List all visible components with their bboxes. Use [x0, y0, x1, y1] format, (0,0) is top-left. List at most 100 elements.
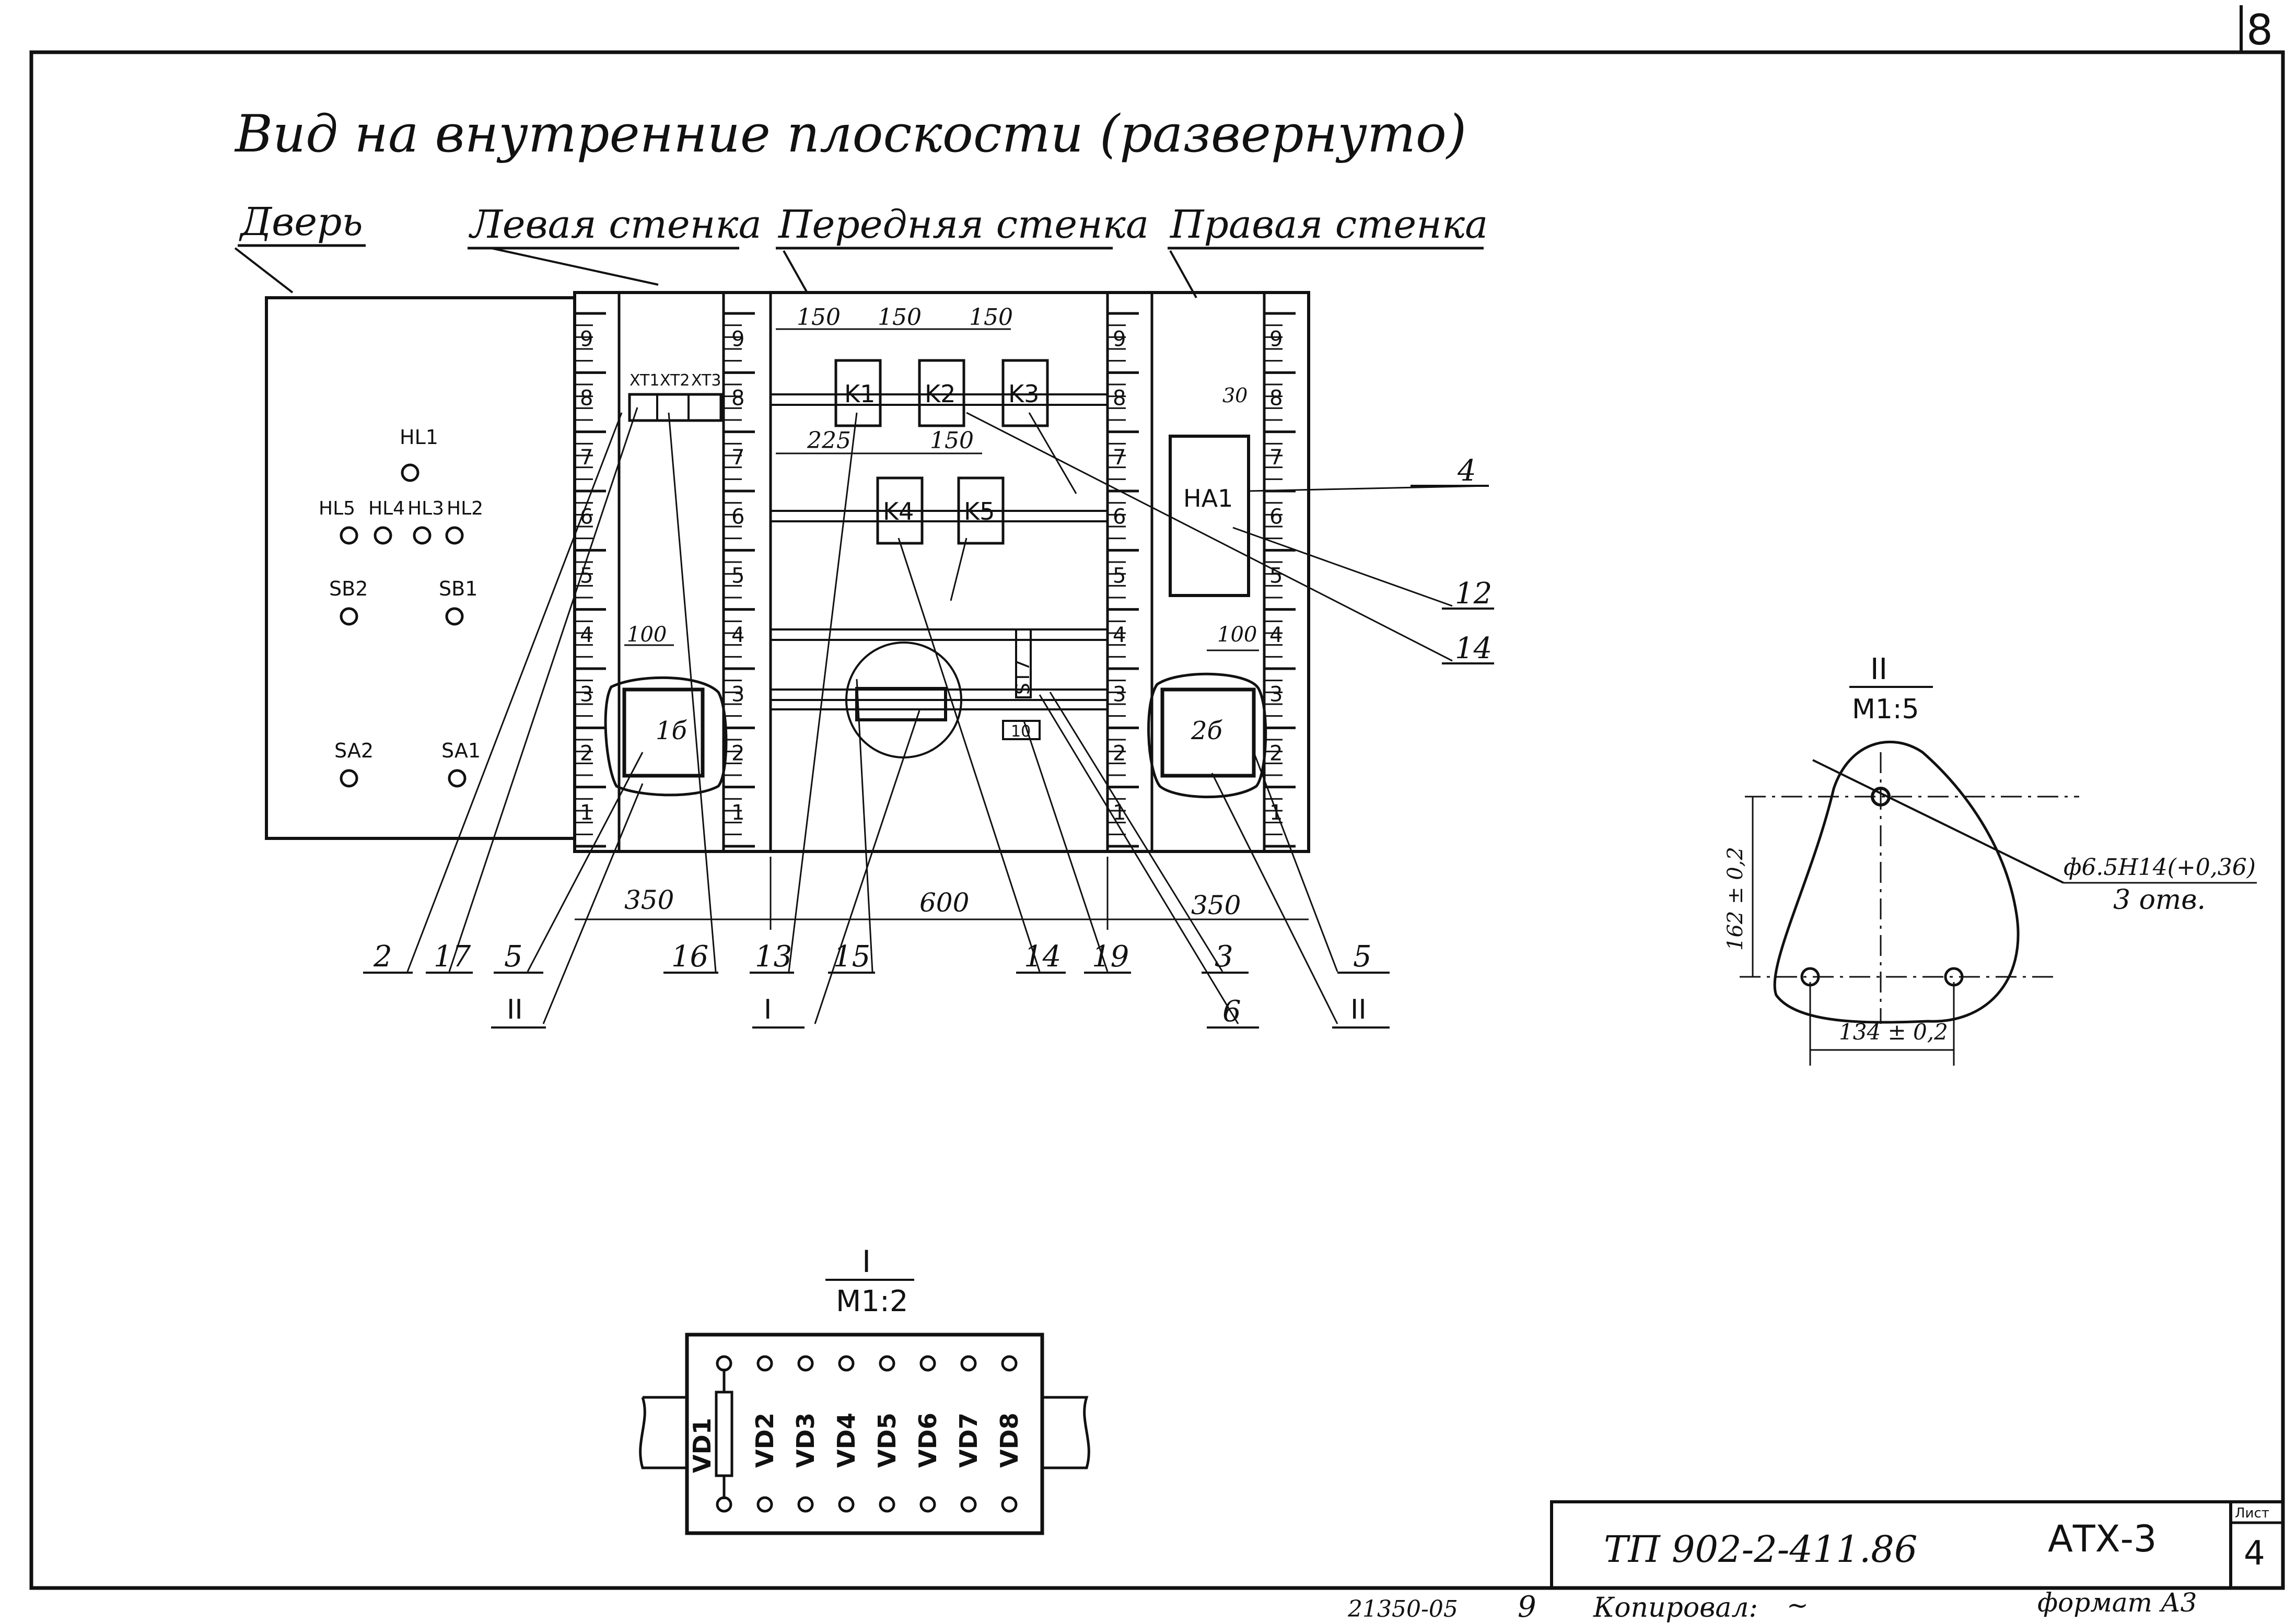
diode-label: VD6	[914, 1412, 942, 1468]
callout-19: 19	[1092, 940, 1129, 974]
copier-signature: ~	[1787, 1590, 1809, 1620]
callout-II-left: II	[507, 994, 523, 1025]
label-xt2: XT2	[660, 371, 690, 390]
title-block: ТП 902-2-411.86 АТХ-3 Лист 4	[1550, 1500, 2285, 1590]
footer-format: формат А3	[2037, 1587, 2197, 1618]
lamp-hl3	[413, 526, 432, 545]
switch-sa1	[448, 769, 467, 788]
heading-right-wall: Правая стенка	[1169, 202, 1488, 247]
scale-number: 7	[1269, 446, 1283, 470]
diode-label: VD7	[954, 1412, 983, 1468]
terminal-strip	[628, 393, 722, 422]
scale-number: 9	[580, 327, 593, 351]
diode-label: VD1	[688, 1418, 716, 1473]
scale-number: 6	[1269, 505, 1283, 529]
stamp-section: АТХ-3	[2048, 1517, 2157, 1560]
dim-30: 30	[1222, 384, 1248, 407]
callout-13: 13	[755, 940, 792, 974]
label-hl2: HL2	[447, 498, 483, 519]
diode-hole	[716, 1496, 732, 1513]
diode-hole	[960, 1355, 977, 1372]
detail-I-scale: M1:2	[836, 1285, 908, 1318]
callout-6: 6	[1222, 995, 1241, 1029]
walls-outline	[573, 291, 1310, 853]
relay-k3-label: K3	[1008, 380, 1039, 408]
scale-number: 3	[1269, 682, 1283, 706]
diode-hole	[756, 1355, 773, 1372]
diode-hole	[838, 1355, 855, 1372]
detail-zone-right	[1147, 672, 1267, 799]
diode-hole	[716, 1355, 732, 1372]
scale-number: 6	[1113, 505, 1126, 529]
button-sb2	[340, 607, 358, 626]
scale-number: 6	[731, 505, 744, 529]
heading-front-wall: Передняя стенка	[777, 202, 1149, 247]
label-sa2: SA2	[334, 739, 374, 762]
diode-hole	[1001, 1355, 1018, 1372]
diode-vd1-body	[715, 1391, 733, 1477]
label-sb2: SB2	[329, 577, 368, 600]
dim-150-c: 150	[969, 304, 1013, 331]
label-hl3: HL3	[407, 498, 444, 519]
relay-k5	[957, 476, 1005, 545]
dim-100-left: 100	[627, 623, 667, 647]
dim-150-b: 150	[878, 304, 922, 331]
heading-left-wall: Левая стенка	[469, 202, 762, 247]
dim-150-d: 150	[930, 427, 974, 454]
label-xt1: XT1	[630, 371, 659, 390]
horn-ha1	[1169, 435, 1250, 597]
diode-hole	[838, 1496, 855, 1513]
relay-k1	[834, 359, 882, 427]
switch-sa2	[340, 769, 358, 788]
relay-k5-label: K5	[964, 497, 995, 526]
footer-copied: Копировал:	[1593, 1592, 1758, 1623]
label-xt3: XT3	[691, 371, 721, 390]
diode-board	[855, 687, 947, 721]
diode-hole	[960, 1496, 977, 1513]
stamp-code: ТП 902-2-411.86	[1604, 1528, 1917, 1571]
stamp-sheet-label: Лист	[2235, 1505, 2269, 1521]
diode-hole	[797, 1496, 814, 1513]
scale-number: 3	[580, 682, 593, 706]
scale-number: 7	[580, 446, 593, 470]
heading-door: Дверь	[239, 200, 363, 244]
stamp-sheet: 4	[2244, 1534, 2265, 1573]
diode-label: VD8	[995, 1412, 1023, 1468]
drawing-title: Вид на внутренние плоскости (развернуто)	[234, 104, 1466, 164]
scale-number: 4	[731, 623, 744, 647]
scale-number: 2	[580, 742, 593, 766]
detail-II-scale: M1:5	[1852, 694, 1919, 725]
callout-I: I	[764, 994, 772, 1025]
label-hl5: HL5	[319, 498, 355, 519]
detail-II-title: II	[1870, 652, 1887, 686]
dim-100-right: 100	[1217, 623, 1257, 647]
detail-II: II M1:5 162 ± 0,2 134 ± 0,2 ф6.5H14(+0,3…	[1723, 652, 2257, 1066]
scale-number: 2	[1113, 742, 1126, 766]
scale-number: 5	[580, 564, 593, 588]
relay-k2-label: K2	[925, 380, 955, 408]
lamp-hl1	[401, 463, 419, 482]
scale-number: 4	[580, 623, 593, 647]
sensor-st7-label: ST7	[1012, 659, 1034, 695]
scale-number: 8	[580, 387, 593, 411]
label-hl1: HL1	[400, 426, 438, 449]
diode-label: VD2	[751, 1412, 779, 1468]
relay-k3	[1001, 359, 1049, 427]
callout-5-left: 5	[504, 940, 523, 974]
relay-k1-label: K1	[844, 380, 875, 408]
footer-number: 21350-05	[1347, 1596, 1458, 1622]
scale-number: 4	[1269, 623, 1283, 647]
diode-hole	[1001, 1496, 1018, 1513]
callout-2: 2	[373, 940, 392, 974]
detail-I-title: I	[862, 1244, 871, 1279]
dim-350-left: 350	[624, 885, 674, 915]
callout-12: 12	[1455, 577, 1492, 611]
diode-label: VD3	[791, 1412, 820, 1468]
box-2b	[1160, 687, 1256, 778]
door-panel	[265, 296, 576, 840]
scale-number: 4	[1113, 623, 1126, 647]
scale-number: 7	[1113, 446, 1126, 470]
scale-number: 1	[731, 801, 744, 825]
